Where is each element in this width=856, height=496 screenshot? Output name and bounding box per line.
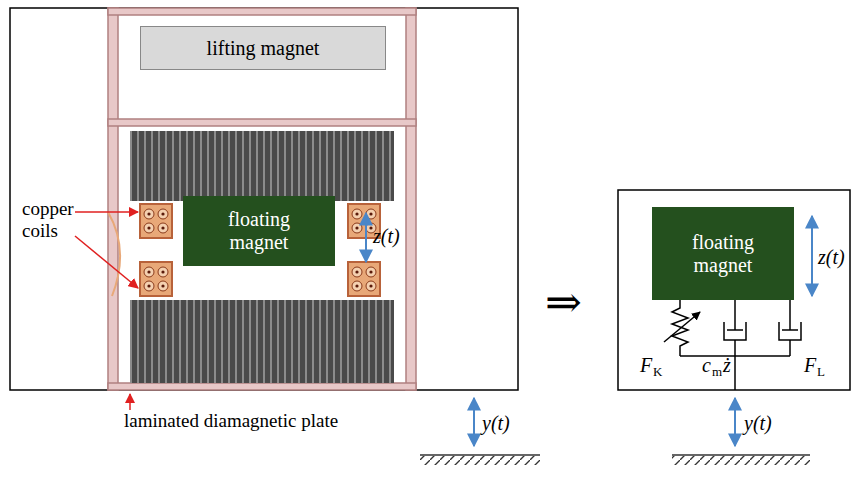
motion-label: z(t)	[818, 246, 845, 269]
force-subscript: L	[817, 365, 825, 380]
implies-arrow: ⇒	[545, 278, 582, 329]
motion-label: z(t)	[373, 225, 400, 248]
part-name: copper coils	[22, 198, 100, 242]
floating-magnet: floating magnet	[652, 207, 794, 300]
force-symbol: F	[640, 354, 652, 377]
magnet-label: floating magnet	[197, 206, 321, 256]
damping-symbol: c	[702, 354, 711, 377]
magnet-label: lifting magnet	[201, 35, 326, 62]
damping-subscript: m	[712, 365, 722, 380]
motion-label: y(t)	[482, 412, 510, 435]
part-name: laminated diamagnetic plate	[124, 410, 338, 432]
motion-label: y(t)	[744, 412, 772, 435]
force-symbol: F	[804, 354, 816, 377]
force-subscript: K	[653, 365, 662, 380]
velocity-symbol: ż	[723, 354, 731, 377]
lifting-magnet: lifting magnet	[140, 26, 386, 70]
floating-magnet: floating magnet	[183, 196, 335, 266]
magnet-label: floating magnet	[666, 229, 780, 279]
